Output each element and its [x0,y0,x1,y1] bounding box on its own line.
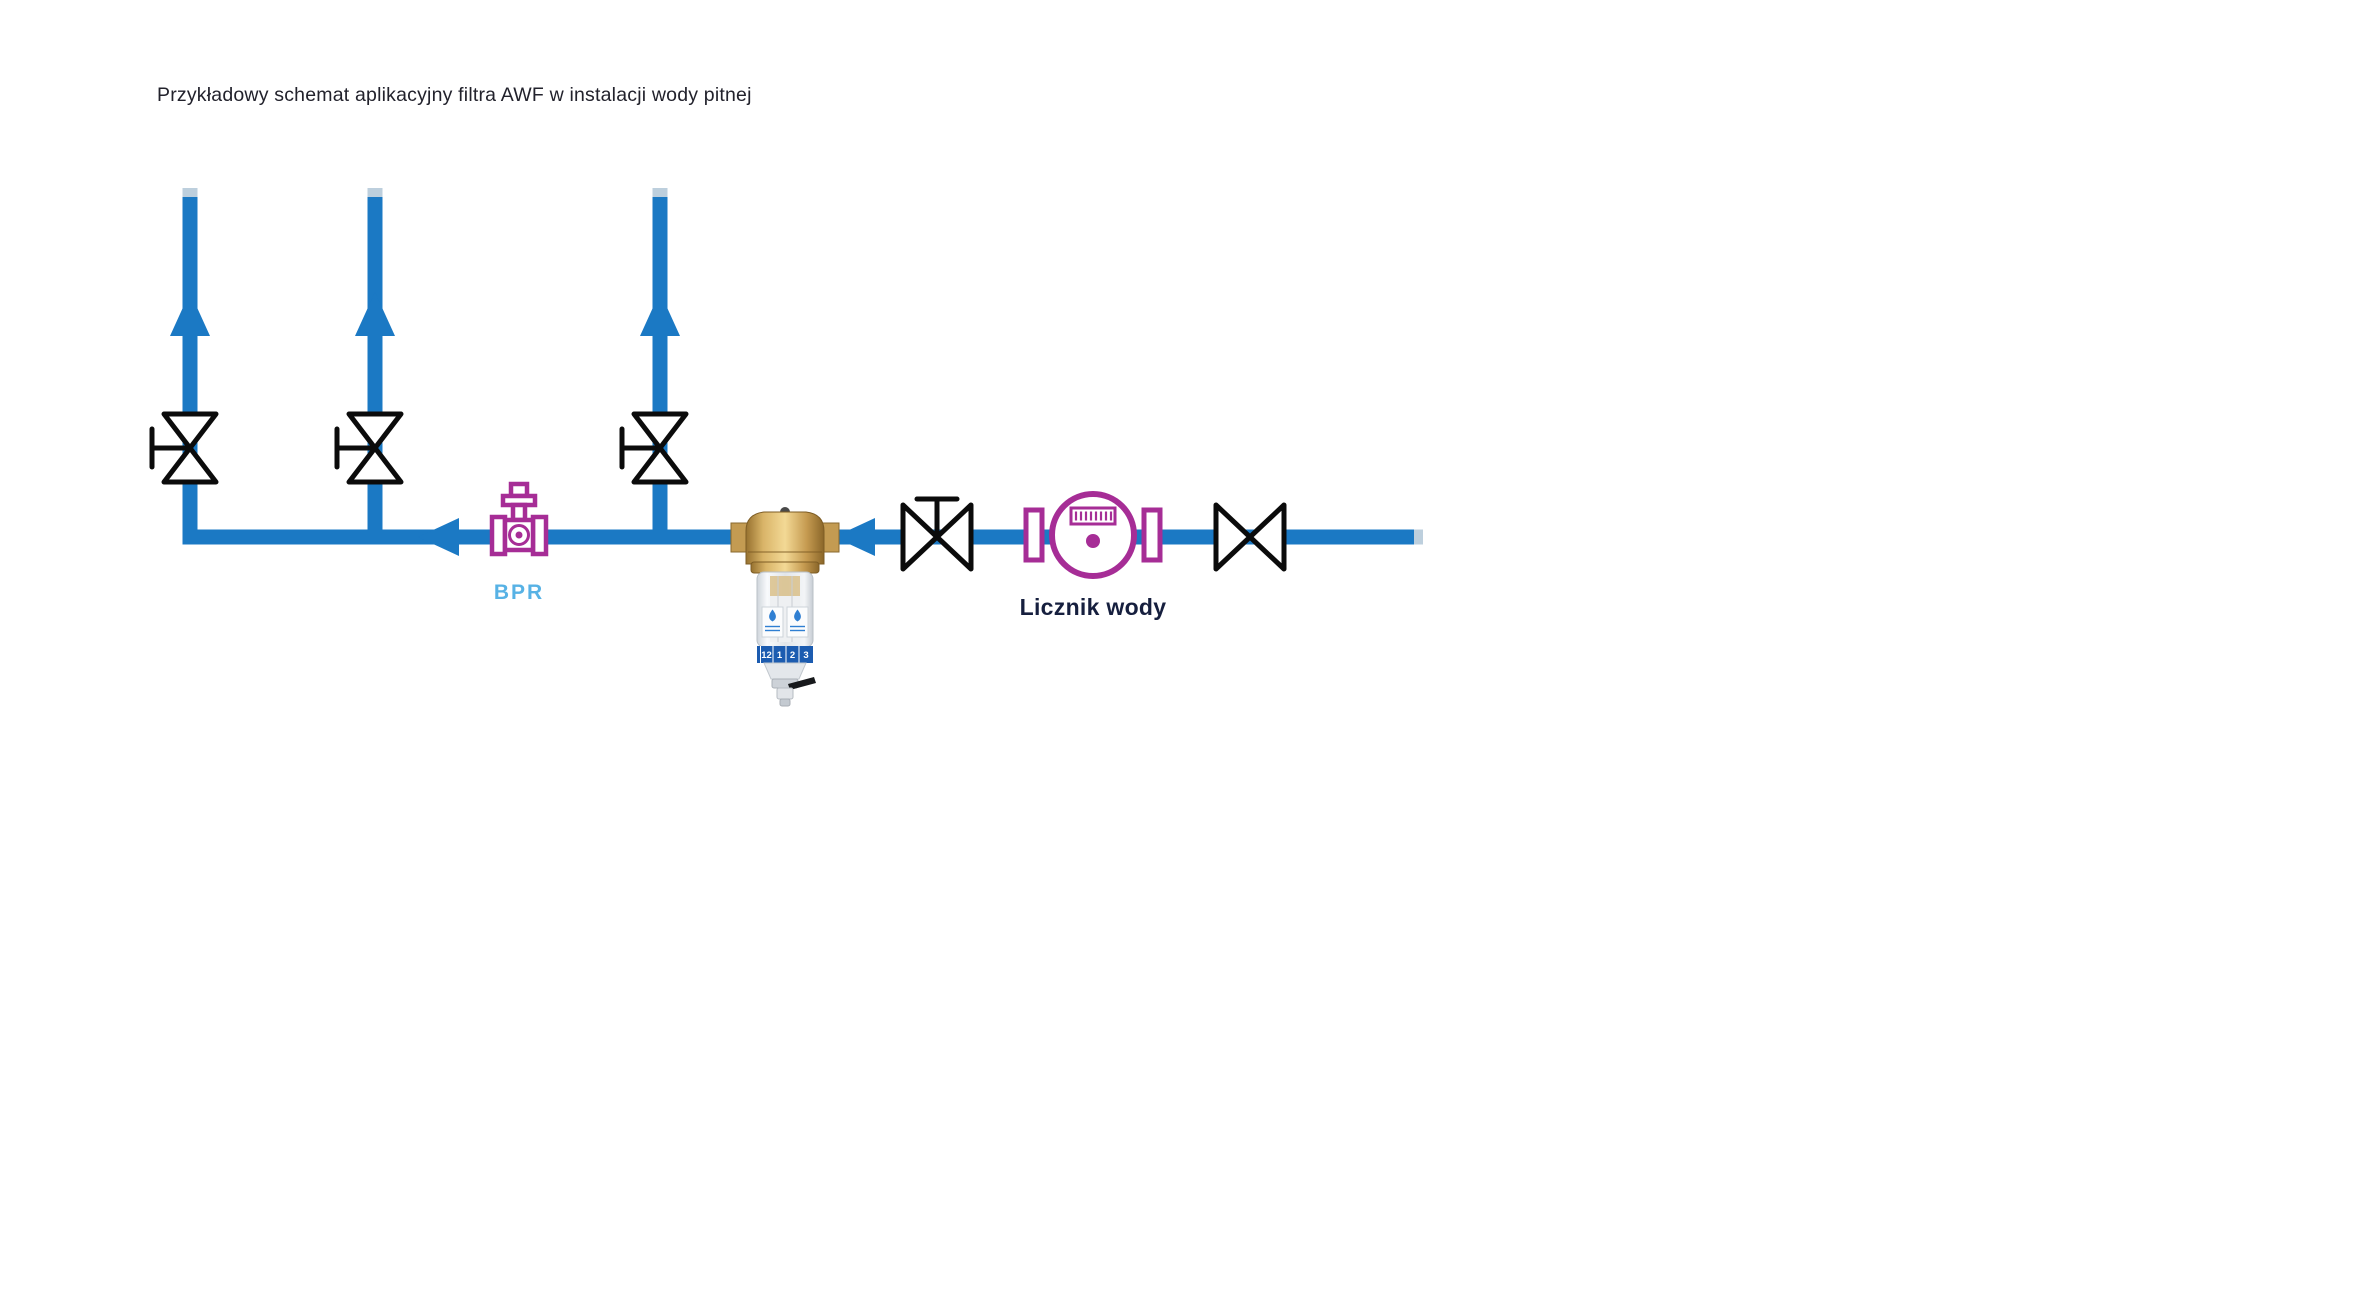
riser-2-end-cap [367,188,383,197]
flow-arrow-up-icon [355,292,395,336]
diagram-title: Przykładowy schemat aplikacyjny filtra A… [157,84,752,106]
flow-arrow-left-icon [834,518,875,556]
scale-number: 1 [777,650,783,661]
valve-body [631,445,689,485]
bpr-label: BPR [493,581,545,604]
scale-number: 12 [761,650,772,661]
valve-body [346,411,404,451]
filter-inlet-nut [730,522,749,553]
scale-number: 2 [790,650,795,661]
shutoff-valve-icon-inlet [1213,502,1287,572]
main-pipe-end-cap [1414,529,1423,545]
valve-body [631,411,689,451]
water-meter-label: Licznik wody [1019,594,1167,620]
droplet-icon [769,609,776,622]
valve-body [1247,502,1287,572]
meter-flange-left [1023,507,1045,563]
scale-number: 3 [803,650,808,661]
filter-bowl-taper [763,662,807,680]
filter-label-left [761,606,784,638]
filter-label-right [786,606,809,638]
valve-body [346,445,404,485]
filter-head [745,511,825,565]
valve-body [161,445,219,485]
flow-arrow-up-icon [170,292,210,336]
meter-register [1069,506,1117,526]
water-meter-icon [1023,491,1163,579]
flow-arrow-up-icon [640,292,680,336]
valve-body [900,502,940,572]
shutoff-valve-icon-upstream [900,496,974,572]
filter-outlet-nut [821,522,840,553]
riser-valve-icon-2 [334,411,404,485]
riser-valve-icon-3 [619,411,689,485]
bpr-pressure-reducer-icon [489,481,549,557]
riser-3-end-cap [652,188,668,197]
filter-drain-tip [779,698,791,707]
filter-mesh [770,576,800,596]
droplet-icon [794,609,801,622]
pipes [182,188,1423,545]
filter-scale-band: 12 1 2 3 [757,646,813,663]
valve-body [161,411,219,451]
filter-drain-body [776,687,794,700]
riser-valve-icon-1 [149,411,219,485]
flow-arrow-left-icon [418,518,459,556]
filter-collar [750,561,820,574]
meter-dot [1086,534,1100,548]
bpr-dot [515,531,523,539]
awf-filter: 12 1 2 3 [730,507,840,707]
riser-1-end-cap [182,188,198,197]
valve-body [1213,502,1253,572]
filter-drain-handle [788,677,816,690]
valve-body [934,502,974,572]
meter-flange-right [1141,507,1163,563]
